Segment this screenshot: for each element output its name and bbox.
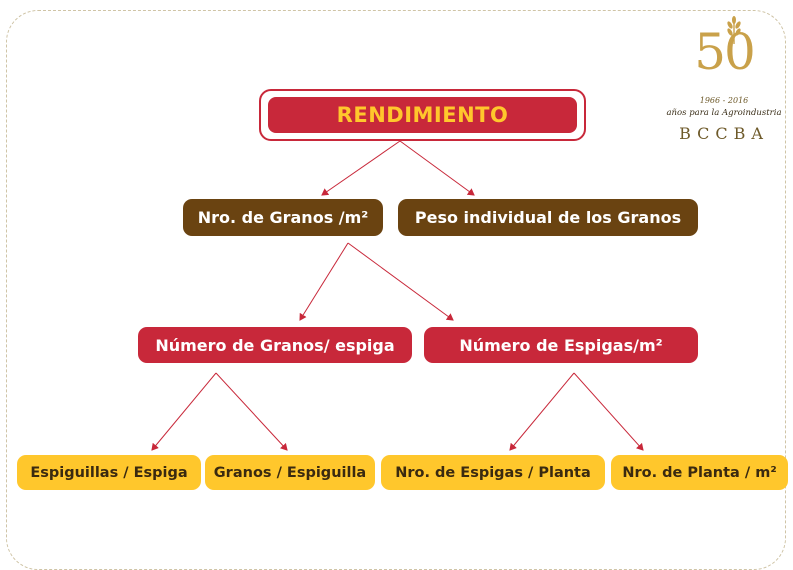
arrow-espigas-to-espigas-planta xyxy=(509,372,575,451)
logo-tagline: años para la Agroindustria xyxy=(666,108,782,118)
arrow-espigas-to-planta xyxy=(573,372,644,451)
arrow-granos-to-espigas xyxy=(347,242,454,321)
logo-years: 1966 - 2016 xyxy=(699,96,749,105)
node-nro-granos-m2: Nro. de Granos /m² xyxy=(183,199,383,236)
node-numero-granos-espiga: Número de Granos/ espiga xyxy=(138,327,412,363)
node-espigas-planta: Nro. de Espigas / Planta xyxy=(381,455,605,490)
arrow-granos-espiga-to-espiguillas xyxy=(151,372,217,451)
logo-name: BCCBA xyxy=(679,124,769,143)
node-planta-m2: Nro. de Planta / m² xyxy=(611,455,788,490)
bccba-50-anniversary-logo: 50 1966 - 2016 años para la Agroindustri… xyxy=(664,16,784,150)
node-espiguillas-espiga: Espiguillas / Espiga xyxy=(17,455,201,490)
logo-number: 50 xyxy=(694,23,756,81)
arrow-granos-espiga-to-granos-espiguilla xyxy=(215,372,288,451)
arrow-root-to-peso xyxy=(399,140,475,196)
arrow-root-to-granos xyxy=(321,140,401,196)
arrow-granos-to-granos-espiga xyxy=(299,242,349,321)
node-numero-espigas-m2: Número de Espigas/m² xyxy=(424,327,698,363)
wheat-icon xyxy=(727,16,741,44)
root-node-rendimiento: RENDIMIENTO xyxy=(268,97,577,133)
node-peso-individual: Peso individual de los Granos xyxy=(398,199,698,236)
node-granos-espiguilla: Granos / Espiguilla xyxy=(205,455,375,490)
